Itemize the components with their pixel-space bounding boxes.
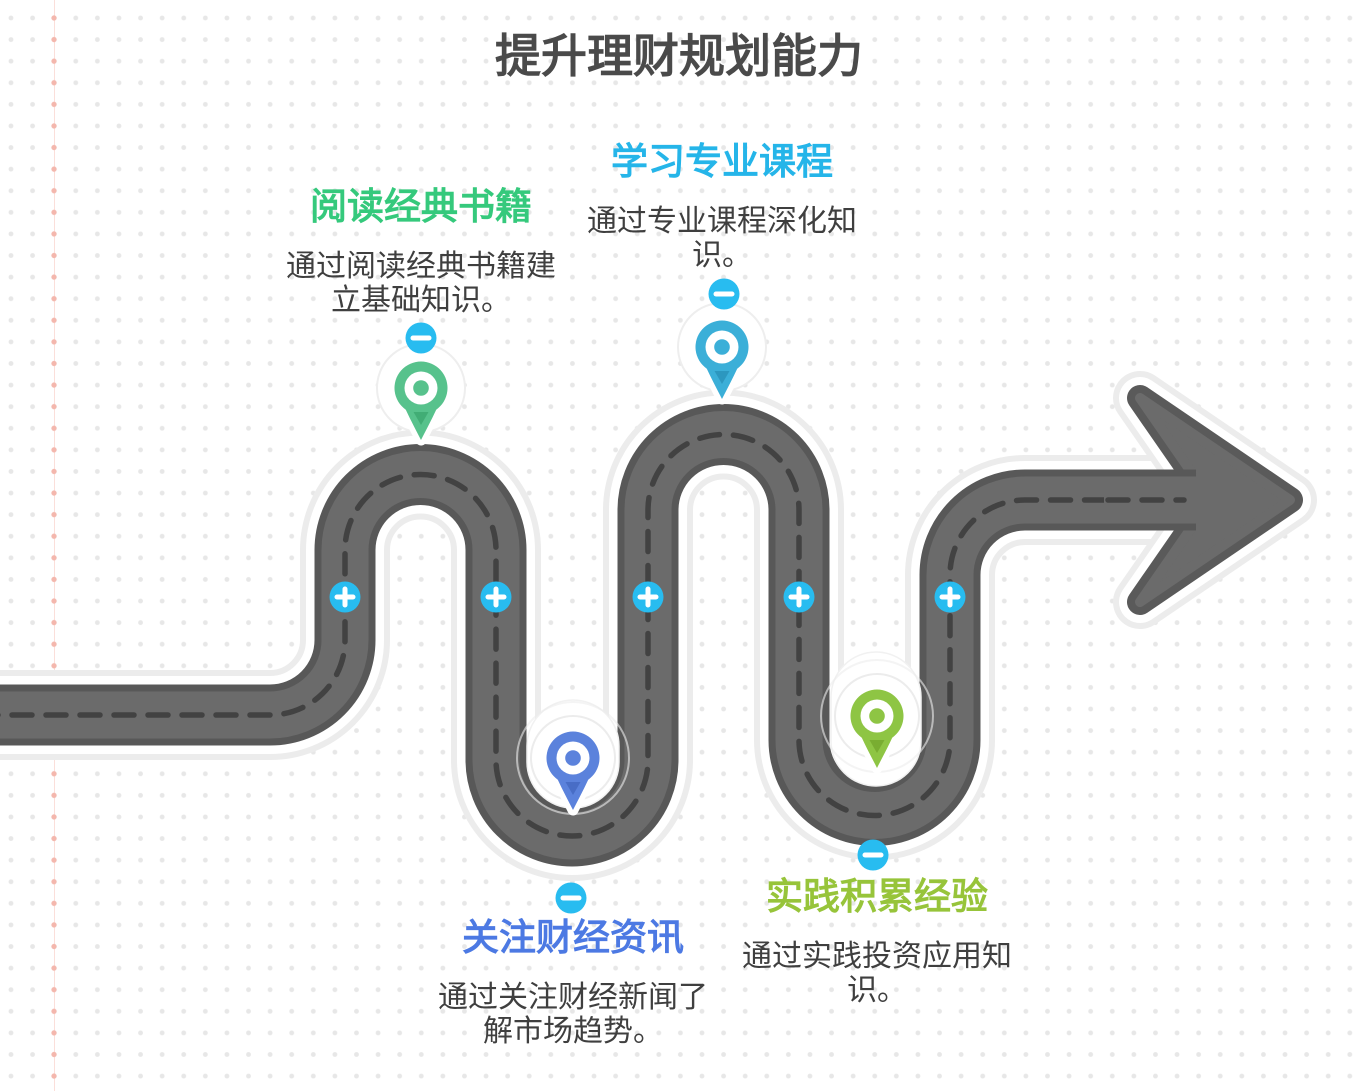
plus-icon (334, 586, 356, 608)
add-stop-button-4[interactable] (783, 581, 815, 613)
road-center-dashes (0, 431, 1193, 839)
milestone-block-2: 学习专业课程 通过专业课程深化知识。 (580, 141, 864, 273)
milestone-pin-1[interactable] (376, 343, 466, 446)
remove-milestone-button-3[interactable] (555, 882, 587, 914)
pin-tail-shade (413, 412, 429, 425)
pin-tail-shade (869, 740, 885, 753)
milestone-title: 学习专业课程 (611, 141, 833, 182)
milestone-pin-3[interactable] (516, 701, 630, 816)
plus-icon (939, 586, 961, 608)
milestone-pin-4[interactable] (820, 659, 934, 774)
milestone-block-3: 关注财经资讯 通过关注财经新闻了解市场趋势。 (431, 917, 715, 1049)
add-stop-button-3[interactable] (632, 581, 664, 613)
milestone-description: 通过专业课程深化知识。 (587, 205, 857, 272)
plus-icon (485, 586, 507, 608)
remove-milestone-button-4[interactable] (857, 839, 889, 871)
add-stop-button-5[interactable] (934, 581, 966, 613)
remove-milestone-button-2[interactable] (708, 278, 740, 310)
milestone-block-4: 实践积累经验 通过实践投资应用知识。 (735, 876, 1019, 1008)
plus-icon (637, 586, 659, 608)
milestone-title: 实践积累经验 (766, 876, 988, 917)
pin-tail-shade (565, 782, 581, 795)
page-title: 提升理财规划能力 (495, 29, 863, 82)
milestone-pin-2[interactable] (677, 302, 767, 405)
milestone-block-1: 阅读经典书籍 通过阅读经典书籍建立基础知识。 (279, 186, 563, 318)
guide-dots (51, 0, 58, 1091)
milestone-description: 通过关注财经新闻了解市场趋势。 (438, 981, 708, 1048)
milestone-title: 关注财经资讯 (462, 917, 684, 958)
milestone-title: 阅读经典书籍 (310, 186, 532, 227)
pin-dot (565, 750, 581, 766)
milestone-description: 通过阅读经典书籍建立基础知识。 (286, 250, 556, 317)
remove-milestone-button-1[interactable] (405, 322, 437, 354)
pin-dot (869, 708, 885, 724)
add-stop-button-1[interactable] (329, 581, 361, 613)
pin-dot (413, 380, 429, 396)
pin-dot (714, 339, 730, 355)
pin-tail-shade (714, 371, 730, 384)
add-stop-button-2[interactable] (480, 581, 512, 613)
plus-icon (788, 586, 810, 608)
road (0, 389, 1193, 881)
milestone-description: 通过实践投资应用知识。 (742, 940, 1012, 1007)
